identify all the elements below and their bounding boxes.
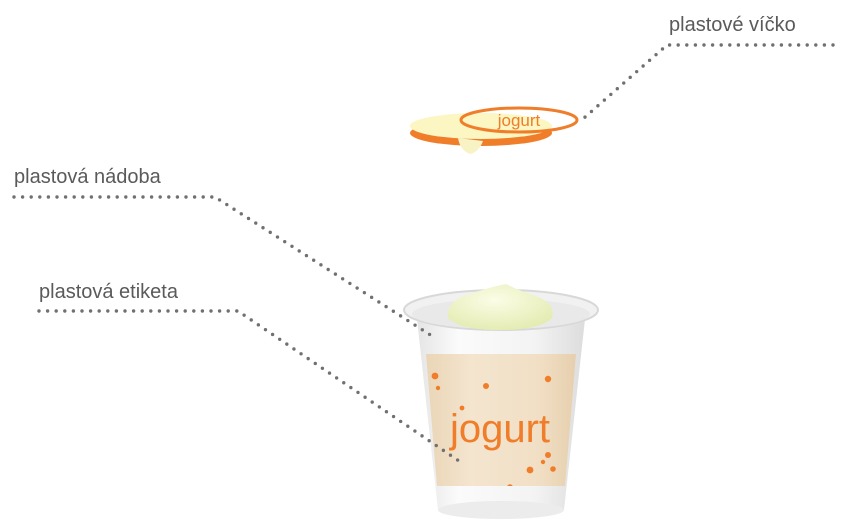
cup-brand-text: jogurt xyxy=(449,407,550,451)
label-plastic-lid: plastové víčko xyxy=(669,14,796,36)
lid: jogurt xyxy=(410,108,577,154)
cup-bottom-rim xyxy=(438,501,564,519)
leader-line-container xyxy=(14,197,432,336)
label-dot xyxy=(436,386,440,390)
label-dot xyxy=(541,460,545,464)
yogurt-cup: jogurt xyxy=(404,284,598,519)
label-plastic-container: plastová nádoba xyxy=(14,166,162,188)
label-dot xyxy=(432,373,439,380)
label-dot xyxy=(527,467,534,474)
label-dot xyxy=(545,452,551,458)
leader-line-label xyxy=(39,311,462,463)
label-dot xyxy=(545,376,551,382)
label-dot xyxy=(483,383,489,389)
label-dot xyxy=(550,466,556,472)
lid-brand-text: jogurt xyxy=(497,111,541,130)
label-plastic-label: plastová etiketa xyxy=(39,281,179,303)
leader-line-lid xyxy=(584,45,833,118)
